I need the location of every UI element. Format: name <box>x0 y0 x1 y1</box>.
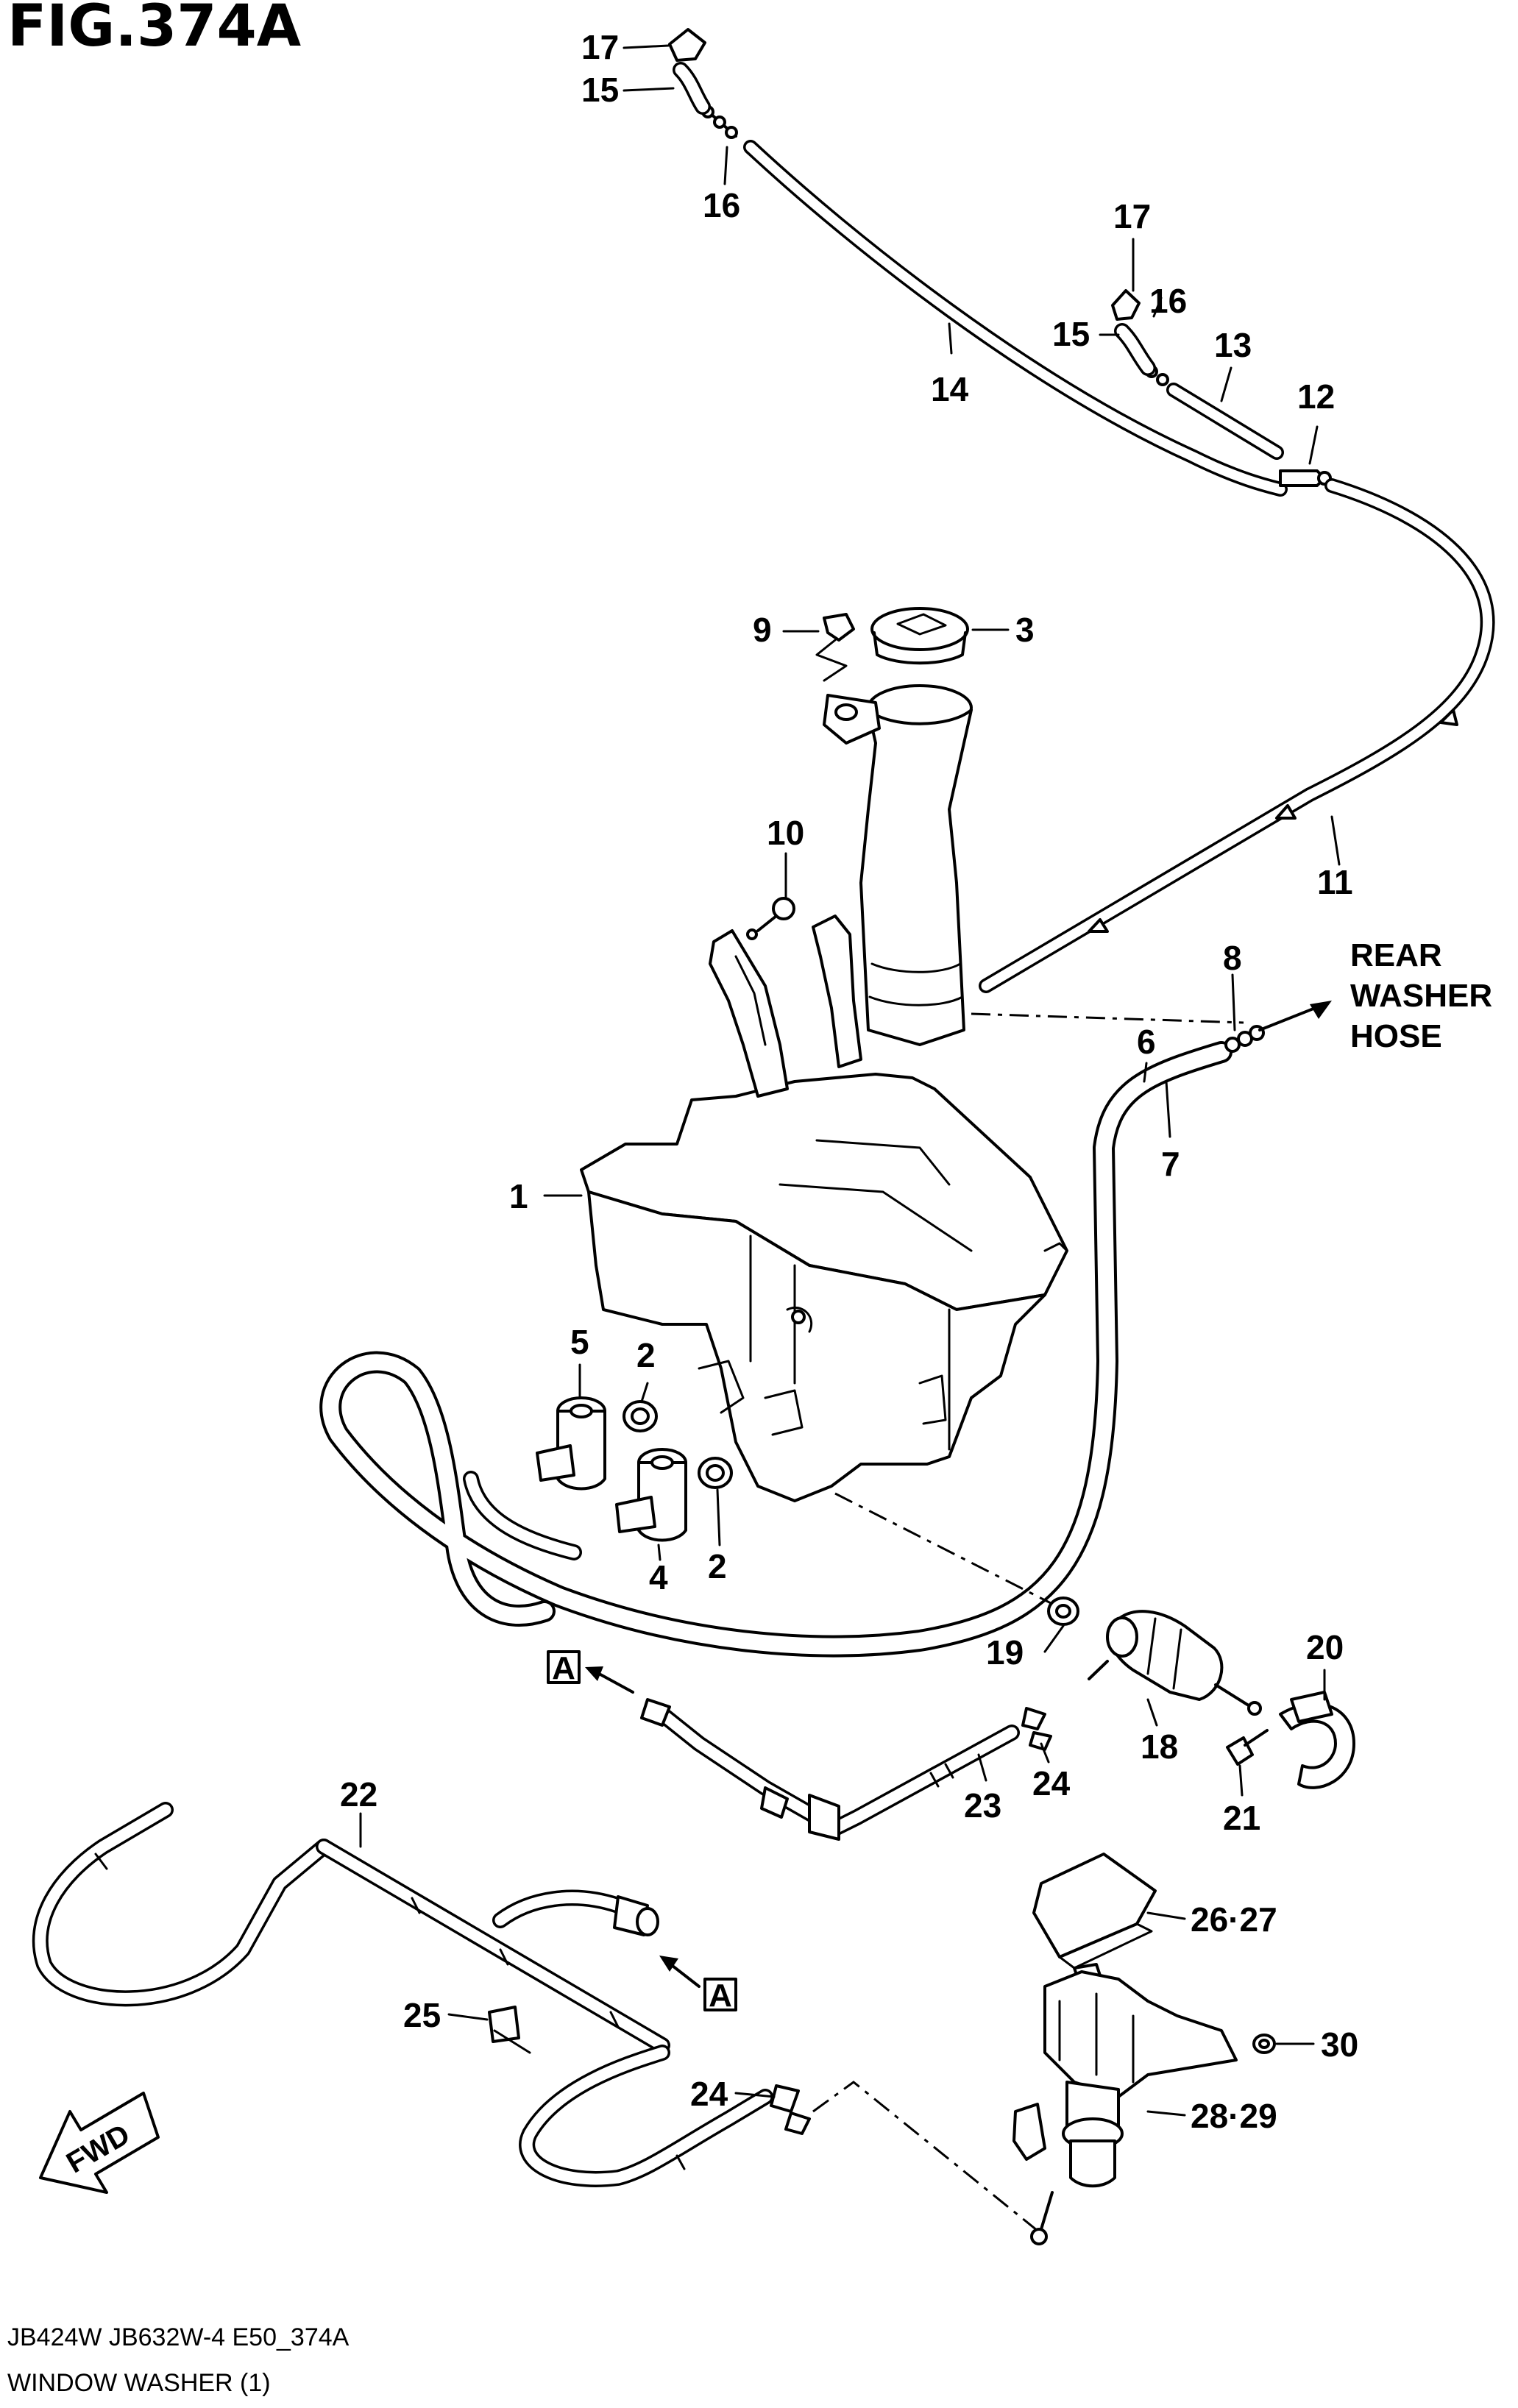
clip-24-lower <box>770 2084 811 2135</box>
ref-a-label-bottom: A <box>709 1978 732 2014</box>
bolt-10 <box>746 897 795 940</box>
cover-26-27 <box>1032 1853 1157 1992</box>
hose-to-ref-a <box>640 1698 840 1841</box>
washer-nozzle-17-right <box>1111 289 1141 321</box>
reference-a-bottom: A <box>659 1956 737 2014</box>
callout-26-27: 26·27 <box>1191 1900 1277 1939</box>
callout-12: 12 <box>1297 377 1335 416</box>
grommet-2-upper <box>623 1400 658 1432</box>
callout-4: 4 <box>649 1558 668 1597</box>
callout-20: 20 <box>1306 1628 1344 1666</box>
callout-19: 19 <box>986 1633 1024 1672</box>
connection-line-lower <box>812 2081 1046 2238</box>
front-washer-hose-14 <box>743 140 1288 497</box>
reference-a-top: A <box>547 1650 634 1694</box>
connection-line-11-7 <box>971 1012 1244 1024</box>
clamp-20 <box>1279 1691 1355 1789</box>
rear-washer-hose-arrow <box>1258 1001 1332 1031</box>
callout-17-right: 17 <box>1113 197 1151 235</box>
nut-30 <box>1252 2034 1276 2054</box>
callout-17-top: 17 <box>581 28 619 66</box>
hose-6-7 <box>319 1041 1233 1658</box>
callout-1: 1 <box>509 1177 528 1215</box>
nozzle-elbow-15-top <box>673 62 711 115</box>
filler-neck <box>823 684 973 1046</box>
washer-label: WASHER <box>1350 978 1492 1014</box>
hose-connector-ref-a <box>613 1895 659 1936</box>
joint-8 <box>1224 1025 1265 1053</box>
callout-2-lower: 2 <box>708 1547 727 1585</box>
grommet-19 <box>1047 1597 1079 1626</box>
hose-13 <box>1166 383 1284 460</box>
forward-direction-arrow: FWD <box>39 2092 160 2194</box>
callout-8: 8 <box>1223 939 1242 977</box>
bolt-9 <box>823 613 855 642</box>
footer-code: JB424W JB632W-4 E50_374A <box>7 2323 350 2351</box>
ref-a-label-top: A <box>552 1650 575 1686</box>
callout-6: 6 <box>1137 1023 1156 1061</box>
grommet-2-lower <box>698 1457 733 1489</box>
callout-22: 22 <box>340 1775 377 1814</box>
washer-reservoir-1 <box>580 914 1068 1502</box>
callout-21: 21 <box>1223 1799 1260 1837</box>
callout-9: 9 <box>753 611 772 649</box>
nozzle-elbow-15-right <box>1114 323 1156 376</box>
callout-3: 3 <box>1015 611 1035 649</box>
washer-pump-28-29 <box>1012 1970 1238 2245</box>
callout-2-upper: 2 <box>636 1336 656 1374</box>
callout-11: 11 <box>1317 863 1353 901</box>
hose-22 <box>32 1802 773 2187</box>
callout-5: 5 <box>570 1323 589 1361</box>
callout-16-right: 16 <box>1149 282 1187 320</box>
callout-numbers: 17 15 16 14 17 15 16 13 12 11 3 9 10 8 6… <box>340 28 1358 2135</box>
callout-28-29: 28·29 <box>1191 2097 1277 2135</box>
callout-30: 30 <box>1321 2025 1358 2064</box>
clip-25 <box>488 2006 531 2054</box>
bolt-21 <box>1226 1729 1269 1766</box>
reservoir-cap-3 <box>870 607 969 665</box>
callout-23: 23 <box>964 1786 1001 1825</box>
callout-25: 25 <box>403 1996 441 2034</box>
callout-14: 14 <box>931 370 969 408</box>
callout-7: 7 <box>1161 1145 1180 1183</box>
callout-10: 10 <box>767 814 804 852</box>
callout-leaders <box>359 44 1341 2117</box>
figure-title: FIG.374A <box>7 0 301 60</box>
hose-label: HOSE <box>1350 1018 1442 1054</box>
washer-nozzle-17-top <box>668 28 706 62</box>
callout-18: 18 <box>1141 1727 1178 1766</box>
washer-pump-5 <box>536 1396 606 1491</box>
joint-12 <box>1279 469 1332 487</box>
washer-pump-18 <box>1088 1610 1262 1716</box>
callout-13: 13 <box>1214 326 1252 364</box>
clip-24-upper <box>1021 1707 1052 1751</box>
connection-line-tank-pump <box>834 1492 1053 1605</box>
washer-pump-4 <box>615 1448 687 1542</box>
callout-16-top: 16 <box>703 186 740 224</box>
footer-name: WINDOW WASHER (1) <box>7 2369 271 2397</box>
bolt-leader <box>815 639 848 682</box>
rear-label: REAR <box>1350 937 1442 973</box>
callout-15-top: 15 <box>581 71 619 109</box>
callout-15-right: 15 <box>1052 315 1090 353</box>
callout-24-upper: 24 <box>1032 1764 1071 1803</box>
hose-23 <box>827 1725 1020 1836</box>
hose-11 <box>979 478 1495 993</box>
callout-24-lower: 24 <box>690 2075 728 2113</box>
